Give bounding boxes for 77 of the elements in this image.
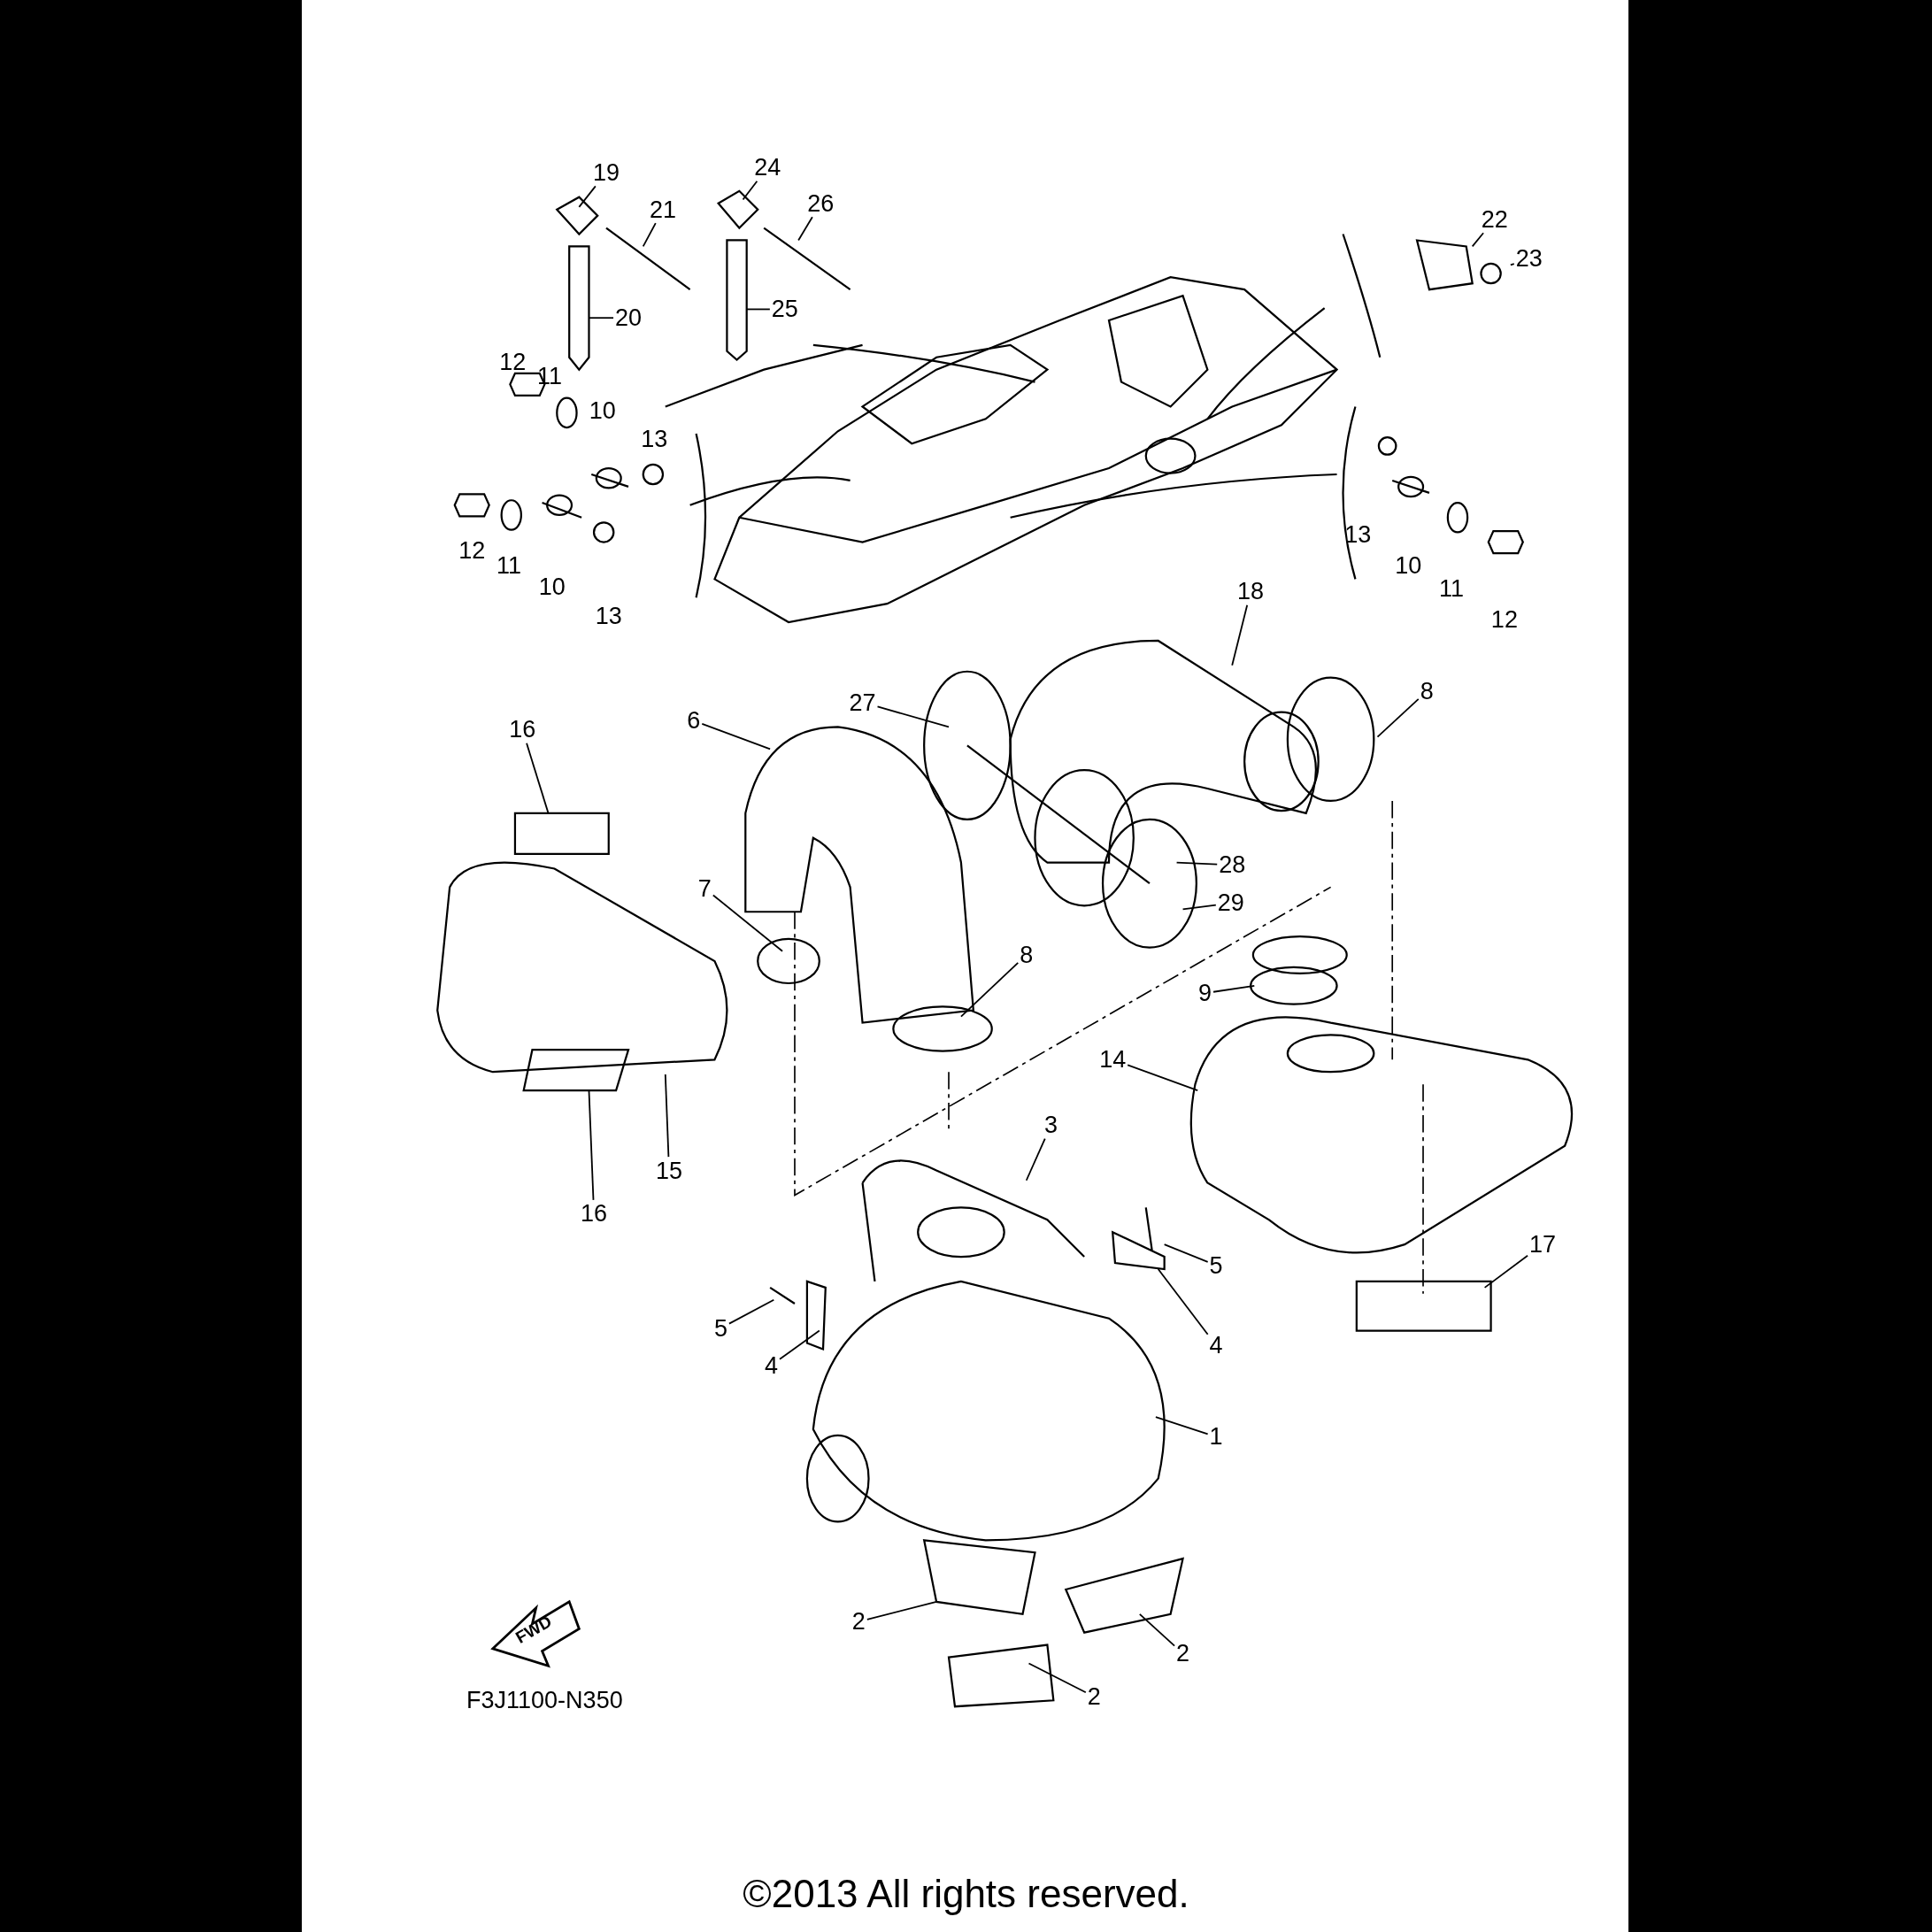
leader-line bbox=[1376, 697, 1420, 738]
callout-number: 16 bbox=[509, 717, 536, 742]
callout-number: 22 bbox=[1481, 207, 1508, 232]
callout-number: 11 bbox=[536, 364, 562, 389]
leader-line bbox=[1025, 1137, 1046, 1182]
leader-line bbox=[1231, 604, 1249, 666]
callout-number: 5 bbox=[1209, 1253, 1223, 1278]
leader-line bbox=[712, 894, 783, 952]
callout-number: 26 bbox=[807, 191, 835, 216]
callout-number: 8 bbox=[1020, 943, 1034, 967]
callout-number: 24 bbox=[754, 155, 781, 180]
callout-number: 19 bbox=[592, 160, 620, 185]
callout-number: 10 bbox=[1395, 553, 1422, 578]
leader-line bbox=[1175, 861, 1219, 866]
copyright-caption: ©2013 All rights reserved. bbox=[743, 1872, 1189, 1916]
callout-number: 29 bbox=[1217, 891, 1244, 915]
callout-number: 16 bbox=[581, 1201, 608, 1226]
callout-number: 14 bbox=[1099, 1047, 1127, 1072]
callout-number: 6 bbox=[687, 708, 701, 733]
callout-number: 12 bbox=[458, 538, 486, 563]
callout-number: 20 bbox=[615, 305, 643, 330]
direction-label: FWD bbox=[512, 1612, 555, 1646]
callout-number: 13 bbox=[641, 427, 668, 451]
leader-line bbox=[1182, 904, 1217, 911]
leader-line bbox=[1157, 1268, 1209, 1335]
leader-line bbox=[1509, 263, 1515, 266]
leader-line bbox=[1483, 1254, 1528, 1289]
leader-line bbox=[960, 961, 1020, 1018]
callout-number: 28 bbox=[1219, 852, 1246, 877]
callout-number: 10 bbox=[589, 398, 616, 423]
callout-number: 13 bbox=[1344, 522, 1372, 547]
callout-number: 13 bbox=[595, 604, 622, 628]
leader-line bbox=[578, 185, 597, 208]
callout-number: 12 bbox=[499, 350, 527, 374]
callout-number: 10 bbox=[538, 574, 566, 599]
leader-line bbox=[1471, 232, 1484, 248]
callout-number: 8 bbox=[1420, 679, 1434, 704]
callout-number: 5 bbox=[713, 1316, 727, 1341]
leader-line bbox=[701, 723, 772, 750]
callout-number: 11 bbox=[496, 553, 521, 578]
callout-number: 4 bbox=[765, 1353, 779, 1378]
leader-line bbox=[1155, 1416, 1209, 1436]
leader-line bbox=[1163, 1243, 1209, 1263]
leader-line bbox=[866, 1601, 937, 1620]
leader-line bbox=[876, 705, 950, 728]
leader-line bbox=[742, 180, 758, 201]
leader-line bbox=[664, 1074, 670, 1158]
callout-number: 2 bbox=[1087, 1684, 1101, 1709]
callout-number: 23 bbox=[1515, 246, 1543, 271]
leader-line bbox=[1028, 1662, 1087, 1694]
callout-number: 25 bbox=[771, 296, 798, 321]
leader-line bbox=[1127, 1064, 1199, 1091]
callout-number: 9 bbox=[1198, 981, 1212, 1005]
leader-line bbox=[1138, 1613, 1175, 1647]
callout-number: 18 bbox=[1237, 579, 1265, 604]
callout-number: 15 bbox=[655, 1158, 682, 1183]
leader-line bbox=[642, 222, 657, 248]
callout-number: 11 bbox=[1439, 576, 1465, 601]
leader-line bbox=[797, 216, 813, 242]
figure-code: F3J1100-N350 bbox=[466, 1688, 623, 1713]
callout-number: 7 bbox=[697, 876, 712, 901]
leader-line bbox=[588, 1089, 595, 1201]
leader-line bbox=[526, 742, 550, 814]
leader-line bbox=[588, 317, 614, 319]
leader-line bbox=[728, 1298, 775, 1325]
callout-number: 2 bbox=[1176, 1641, 1190, 1666]
callout-number: 3 bbox=[1044, 1112, 1058, 1137]
leader-line bbox=[1212, 984, 1256, 993]
callout-number: 17 bbox=[1529, 1232, 1557, 1257]
callout-number: 12 bbox=[1490, 607, 1518, 632]
callout-number: 1 bbox=[1209, 1424, 1223, 1449]
leader-line bbox=[745, 308, 771, 311]
callout-number: 27 bbox=[849, 690, 876, 715]
callout-number: 21 bbox=[650, 197, 676, 222]
callout-number: 4 bbox=[1209, 1333, 1223, 1358]
leader-line bbox=[779, 1329, 820, 1360]
callout-number: 2 bbox=[851, 1609, 866, 1634]
